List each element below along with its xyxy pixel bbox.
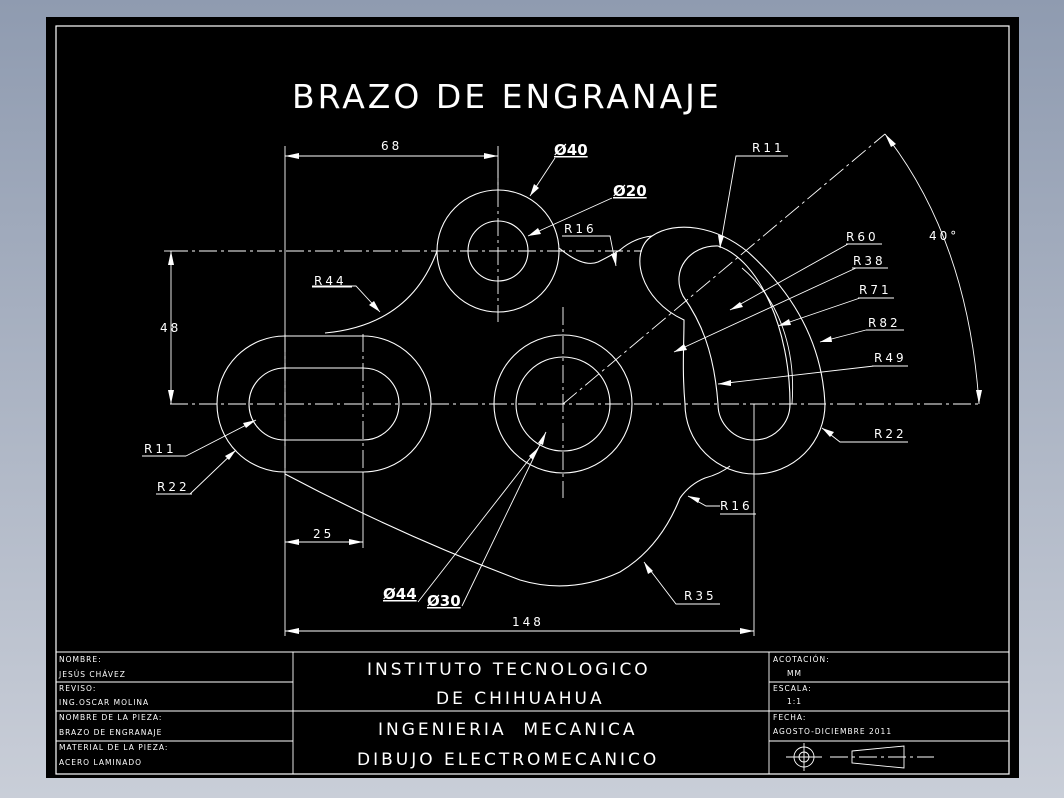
dim-r60: R60 (846, 230, 879, 244)
dim-48: 48 (160, 321, 181, 335)
dim-r22-left: R22 (157, 480, 190, 494)
pieza-label: NOMBRE DE LA PIEZA: (59, 713, 162, 722)
institute-line2: DE CHIHUAHUA (436, 689, 605, 709)
nombre-label: NOMBRE: (59, 655, 102, 664)
title-block: NOMBRE: JESÚS CHÁVEZ REVISO: ING.OSCAR M… (56, 651, 1009, 774)
sheet-border (55, 25, 1010, 775)
dimension-labels: 68 48 25 148 Ø40 Ø20 Ø44 Ø30 R11 R16 R44… (144, 139, 959, 629)
material-value: ACERO LAMINADO (59, 758, 142, 767)
dim-r38: R38 (853, 254, 886, 268)
escala-label: ESCALA: (773, 684, 812, 693)
paper-background (46, 17, 1019, 778)
extension-lines (164, 146, 755, 636)
material-label: MATERIAL DE LA PIEZA: (59, 743, 168, 752)
dim-r11-left: R11 (144, 442, 177, 456)
career-label: INGENIERIA MECANICA (378, 720, 638, 740)
dimension-lines (168, 133, 982, 634)
projection-symbol-icon (786, 743, 934, 771)
dim-r82: R82 (868, 316, 901, 330)
acotacion-label: ACOTACIÓN: (773, 655, 830, 664)
part-outline (216, 189, 826, 587)
fecha-label: FECHA: (773, 713, 806, 722)
dim-angle-40: 40° (929, 229, 959, 243)
institute-line1: INSTITUTO TECNOLOGICO (367, 660, 651, 680)
dim-phi30: Ø30 (427, 592, 461, 610)
dim-148: 148 (512, 615, 544, 629)
dim-68: 68 (381, 139, 402, 153)
dim-r11-top: R11 (752, 141, 785, 155)
dim-r16-bottom: R16 (720, 499, 753, 513)
fecha-value: AGOSTO-DICIEMBRE 2011 (773, 727, 892, 736)
dim-r22-right: R22 (874, 427, 907, 441)
pieza-value: BRAZO DE ENGRANAJE (59, 728, 162, 737)
reviso-value: ING.OSCAR MOLINA (59, 698, 149, 707)
dim-phi40: Ø40 (554, 141, 588, 159)
dim-phi44: Ø44 (383, 585, 417, 603)
leader-lines (142, 155, 908, 607)
dim-r71: R71 (859, 283, 892, 297)
drawing-title: BRAZO DE ENGRANAJE (292, 77, 722, 116)
reviso-label: REVISO: (59, 684, 96, 693)
dim-r35: R35 (684, 589, 717, 603)
escala-value: 1:1 (787, 697, 802, 706)
dim-r49: R49 (874, 351, 907, 365)
nombre-value: JESÚS CHÁVEZ (58, 670, 126, 679)
dim-r44: R44 (314, 274, 347, 288)
course-label: DIBUJO ELECTROMECANICO (357, 750, 659, 770)
dim-25: 25 (313, 527, 334, 541)
acotacion-value: MM (787, 669, 802, 678)
dim-phi20: Ø20 (613, 182, 647, 200)
dim-r16-top: R16 (564, 222, 597, 236)
